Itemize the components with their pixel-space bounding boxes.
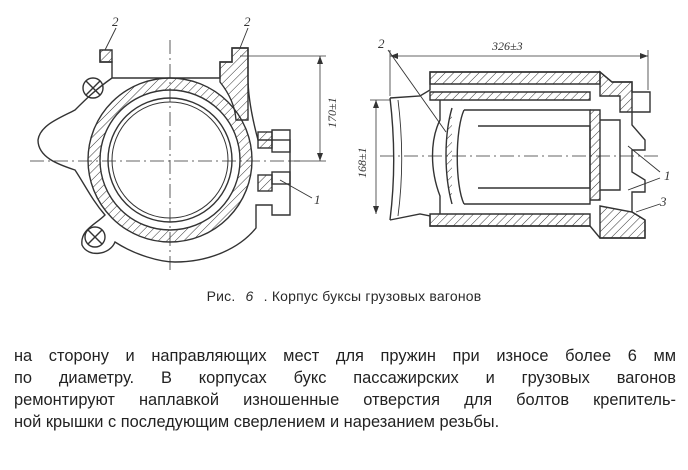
callout-2-left-b: 2: [244, 14, 251, 29]
callout-3-right: 3: [659, 194, 667, 209]
callout-2-right: 2: [378, 36, 385, 51]
callout-2-left-a: 2: [112, 14, 119, 29]
figure-caption: Рис. 6 . Корпус буксы грузовых вагонов: [0, 288, 688, 304]
caption-number: 6: [245, 288, 254, 304]
axle-box-drawing: 2 2 1 170±1: [30, 14, 671, 272]
text-line-2: по диаметру. В корпусах букс пассажирски…: [14, 369, 676, 387]
caption-prefix: Рис.: [206, 288, 236, 304]
dimension-326: 326±3: [491, 39, 523, 53]
left-section-view: [30, 27, 326, 272]
callout-1-left: 1: [314, 192, 321, 207]
dimension-170: 170±1: [325, 97, 339, 128]
dimension-168: 168±1: [355, 147, 369, 178]
text-line-1: на сторону и направляющих мест для пружи…: [14, 347, 676, 365]
text-line-4: ной крышки с последующим сверлением и на…: [14, 413, 500, 431]
text-line-3: ремонтируют наплавкой изношенные отверст…: [14, 391, 676, 409]
callout-1-right: 1: [664, 168, 671, 183]
caption-title: . Корпус буксы грузовых вагонов: [263, 288, 482, 304]
body-paragraph: на сторону и направляющих мест для пружи…: [14, 345, 676, 433]
right-section-view: [370, 49, 661, 239]
technical-drawing: 2 2 1 170±1: [30, 14, 671, 272]
